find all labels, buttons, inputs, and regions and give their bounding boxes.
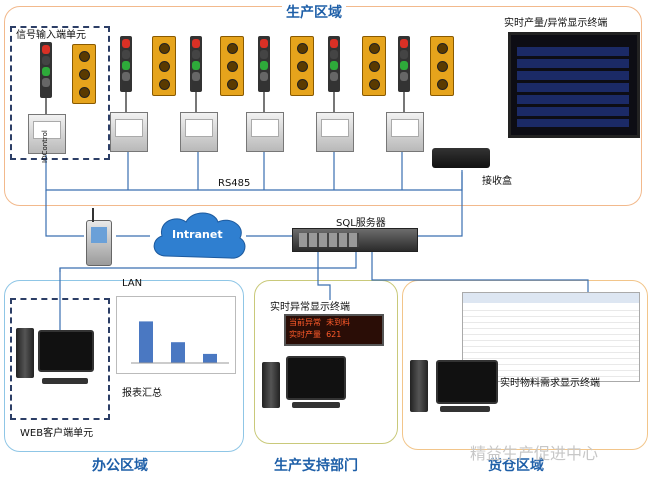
realtime-display-label: 实时产量/异常显示终端	[504, 18, 608, 29]
stack-light	[258, 36, 270, 116]
stack-light	[40, 42, 52, 122]
support-zone	[254, 280, 398, 444]
intranet-label: Intranet	[172, 228, 223, 241]
io-control-box	[110, 112, 148, 152]
andon-button-panel	[362, 36, 386, 96]
stack-light	[398, 36, 410, 116]
pc-monitor	[436, 360, 498, 404]
abnormal-display-label: 实时异常显示终端	[270, 302, 350, 313]
sql-server-label: SQL服务器	[336, 218, 386, 229]
io-control-box	[316, 112, 354, 152]
lan-label: LAN	[122, 278, 143, 289]
watermark: 精益生产促进中心	[470, 444, 599, 463]
pc-tower	[16, 328, 34, 378]
office-zone	[4, 280, 244, 452]
pc-monitor	[286, 356, 346, 400]
io-control-box	[386, 112, 424, 152]
sql-server	[292, 228, 418, 252]
stack-light	[328, 36, 340, 116]
andon-button-panel	[152, 36, 176, 96]
support-zone-title: 生产支持部门	[274, 458, 358, 474]
signal-input-label: 信号输入端单元	[16, 30, 86, 41]
screen-grid	[517, 47, 629, 127]
iocontrol-label: IOControl	[41, 130, 49, 163]
keyboard	[292, 402, 340, 408]
report-bar	[139, 321, 153, 363]
io-control-box	[180, 112, 218, 152]
keyboard	[42, 378, 88, 384]
andon-button-panel	[72, 44, 96, 104]
report-chart-panel	[116, 296, 236, 374]
pc-monitor	[38, 330, 94, 372]
io-control-box: IOControl	[28, 114, 66, 163]
report-bar	[171, 342, 185, 363]
terminal-screen	[91, 227, 107, 243]
wireless-terminal	[86, 220, 112, 266]
keyboard	[440, 406, 490, 412]
report-bar	[203, 353, 217, 363]
signal-input-unit-frame	[10, 26, 110, 160]
led-sign-text: 当前异常 未到料 实时产量 621	[289, 318, 351, 339]
report-label: 报表汇总	[122, 388, 162, 399]
office-zone-title: 办公区域	[92, 458, 148, 474]
receiver-label: 接收盒	[482, 176, 512, 187]
rs485-bus	[45, 155, 463, 191]
warehouse-zone-title: 货仓区域	[488, 458, 544, 474]
stack-light	[120, 36, 132, 116]
intranet-cloud-icon	[153, 212, 246, 259]
report-bar-chart	[131, 321, 229, 364]
table-header	[463, 293, 639, 303]
web-client-frame	[10, 298, 110, 420]
production-zone-title: 生产区域	[282, 2, 346, 22]
io-control-box	[246, 112, 284, 152]
andon-button-panel	[430, 36, 454, 96]
web-client-label: WEB客户端单元	[20, 428, 94, 439]
material-display-label: 实时物料需求显示终端	[500, 378, 600, 389]
realtime-display-screen	[508, 32, 640, 138]
rs485-label: RS485	[218, 178, 251, 189]
server-drive-bays	[299, 233, 359, 247]
andon-button-panel	[290, 36, 314, 96]
led-sign: 当前异常 未到料 实时产量 621	[284, 314, 384, 346]
pc-tower	[410, 360, 428, 412]
andon-button-panel	[220, 36, 244, 96]
pc-tower	[262, 362, 280, 408]
stack-light	[190, 36, 202, 116]
receiver-box	[432, 148, 490, 168]
antenna-icon	[92, 208, 94, 222]
